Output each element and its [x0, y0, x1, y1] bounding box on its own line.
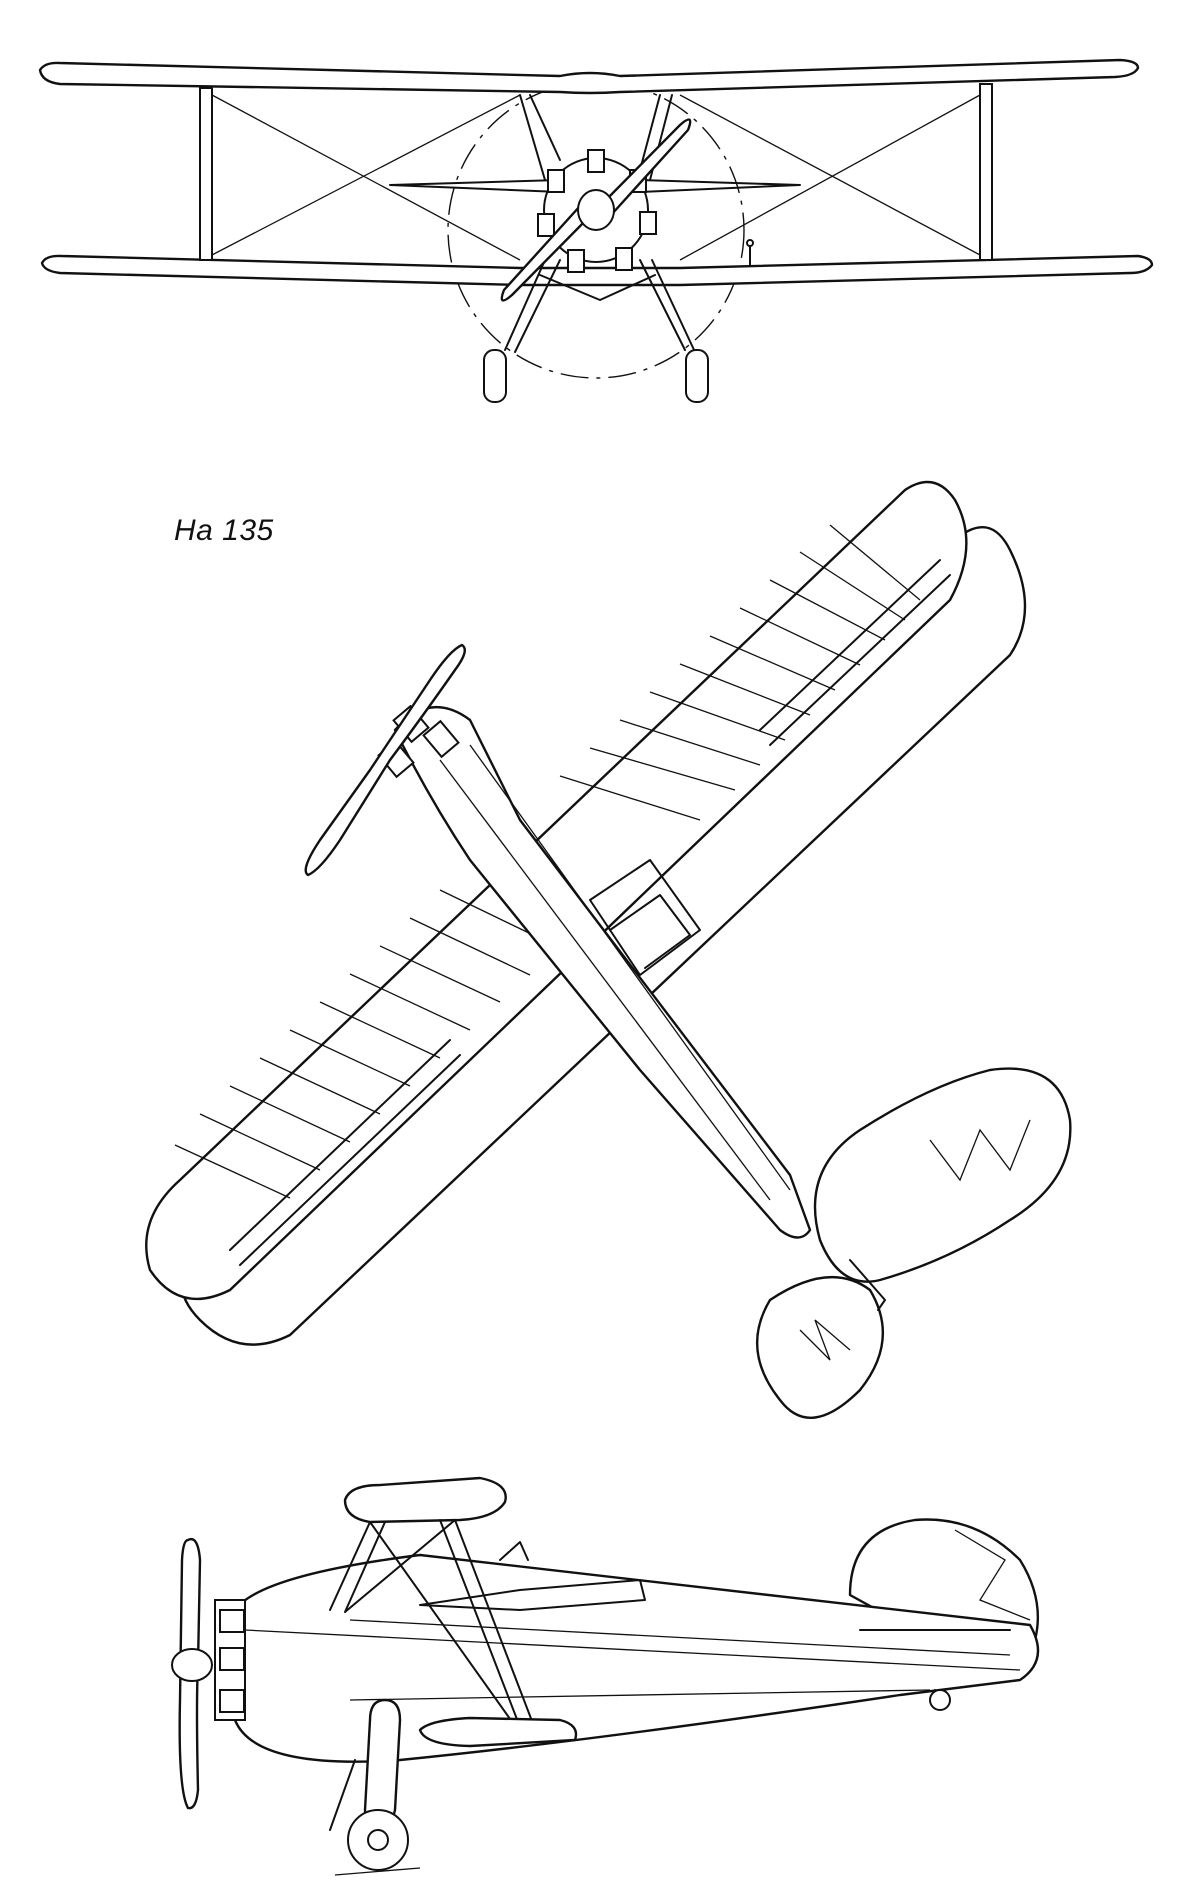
plan-cockpit — [589, 859, 701, 976]
side-tail-wheel — [929, 1689, 951, 1711]
front-right-wheel — [685, 349, 709, 403]
front-propeller-blade-lower — [500, 204, 594, 302]
side-view — [171, 1476, 1040, 1876]
side-lower-wing — [418, 1716, 578, 1748]
side-engine-cylinders — [219, 1609, 245, 1713]
front-engine-cylinders — [537, 149, 657, 273]
side-upper-wing — [343, 1476, 507, 1524]
front-right-strut — [979, 83, 993, 261]
front-left-strut — [199, 87, 213, 261]
front-propeller-hub — [577, 189, 615, 231]
plan-propeller — [304, 643, 466, 877]
front-view — [38, 58, 1154, 403]
plan-right-aileron — [759, 559, 951, 746]
front-upper-wing — [38, 58, 1140, 95]
front-left-wheel — [483, 349, 507, 403]
plan-tail-right — [813, 1067, 1072, 1283]
front-lower-wing — [40, 254, 1154, 287]
plan-fuselage — [393, 706, 812, 1239]
front-propeller-blade-upper — [598, 118, 692, 216]
plan-tail-left — [755, 1275, 885, 1419]
side-gear-leg — [363, 1698, 402, 1827]
drawing-title: Ha 135 — [174, 514, 274, 547]
side-struts — [329, 1519, 541, 1743]
front-landing-gear — [504, 259, 696, 353]
plan-view — [145, 480, 1072, 1419]
plan-left-aileron — [229, 1039, 461, 1266]
side-cockpit — [419, 1579, 646, 1611]
side-spinner — [171, 1648, 213, 1682]
